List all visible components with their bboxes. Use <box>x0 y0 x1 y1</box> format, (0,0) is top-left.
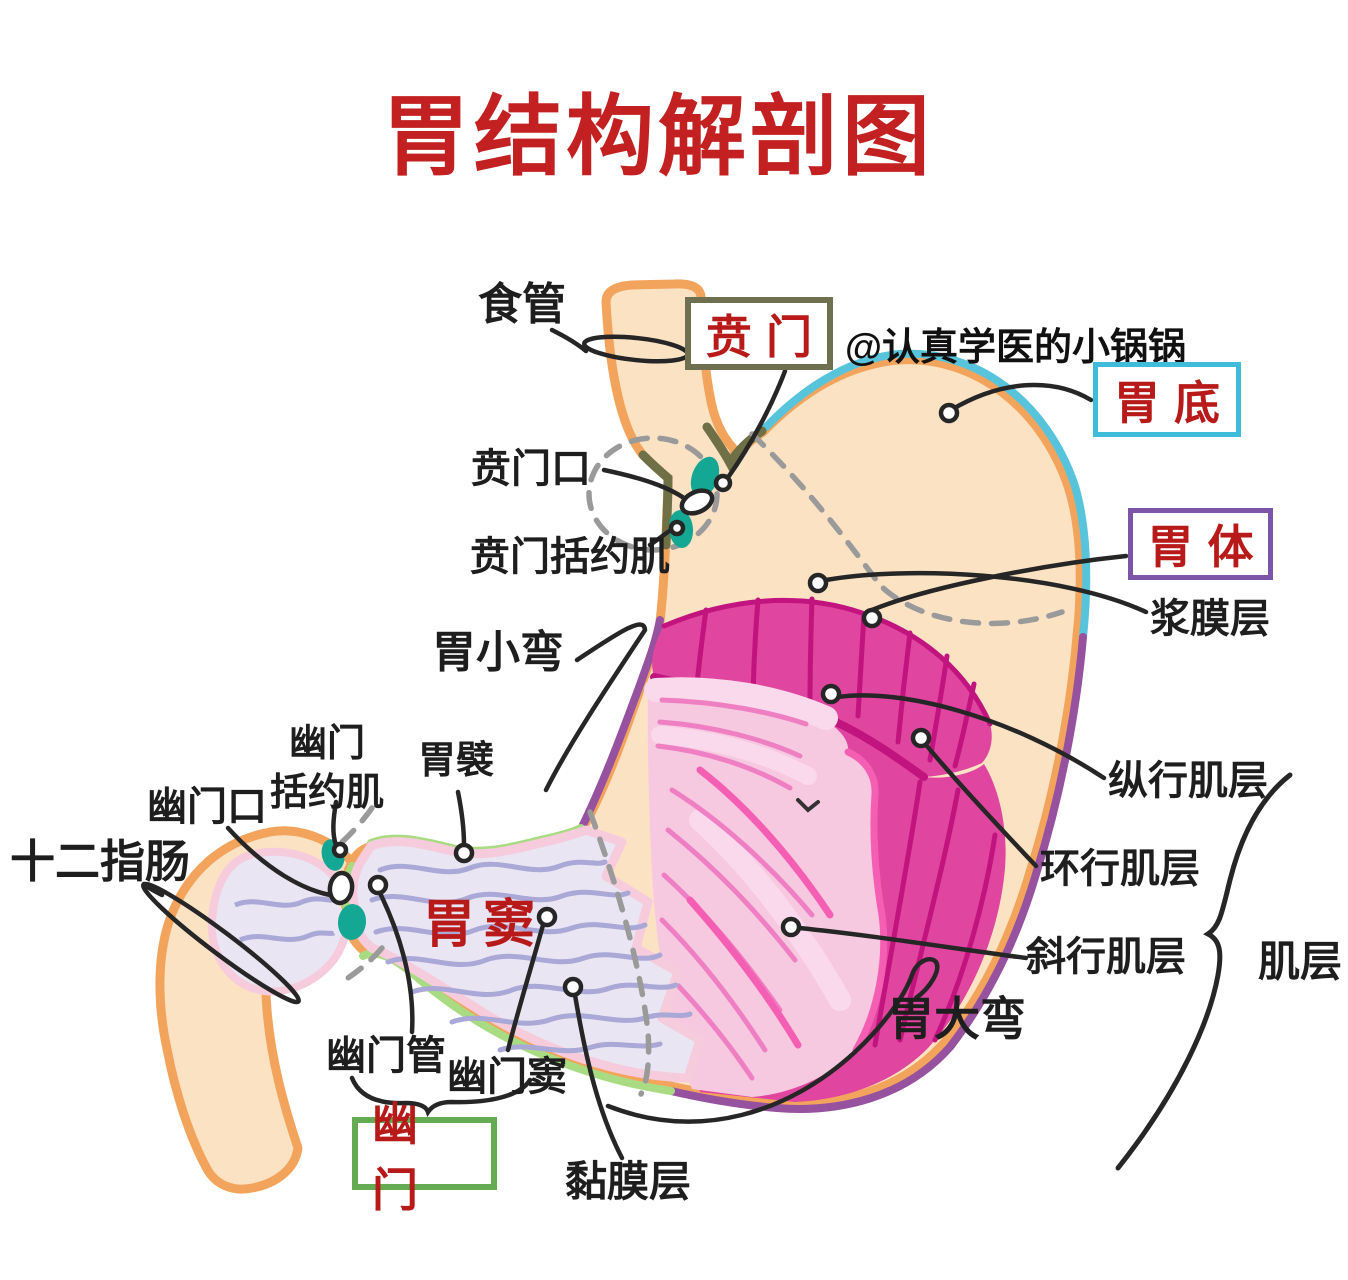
small-tick <box>796 798 820 813</box>
longitudinal-leader <box>835 693 1107 781</box>
circular-leader <box>924 743 1039 869</box>
serosa-leader <box>823 570 1149 615</box>
label-lesser-curvature: 胃小弯 <box>432 628 564 677</box>
lesser-curve-purple <box>577 616 664 833</box>
label-pyloric-canal: 幽门管 <box>326 1034 446 1078</box>
label-circular-muscle: 环行肌层 <box>1040 847 1200 891</box>
fundus-body-dashed <box>749 431 1065 627</box>
gastric-folds-leader <box>455 789 467 848</box>
label-oblique-muscle: 斜行肌层 <box>1026 935 1186 979</box>
lesser-curvature-leader <box>543 622 648 793</box>
mucosa-leader <box>572 992 625 1161</box>
cardiac-opening-ring <box>679 488 715 516</box>
dashed-boundaries <box>338 431 1065 1097</box>
label-cardiac-sphincter: 贲门括约肌 <box>470 535 670 579</box>
box-pylorus: 幽门 <box>352 1098 497 1216</box>
oblique-streaks <box>644 677 851 1081</box>
label-gastric-folds: 胃襞 <box>418 740 495 782</box>
fundus-leader <box>948 382 1094 413</box>
label-pyloric-antrum: 幽门窦 <box>447 1055 567 1099</box>
box-fundus: 胃底 <box>1093 362 1241 437</box>
pyloric-antrum-leader <box>505 922 546 1053</box>
label-antrum: 胃窦 <box>423 896 544 954</box>
duodenum-lasso <box>141 881 301 1005</box>
label-serosa: 浆膜层 <box>1150 597 1270 641</box>
esophagus-leader <box>549 327 589 354</box>
box-cardia-text: 贲门 <box>706 310 826 363</box>
pyloric-opening-ring <box>327 870 355 906</box>
antrum-dashed <box>587 809 652 1097</box>
label-cardiac-opening: 贲门口 <box>471 447 591 491</box>
box-cardia: 贲门 <box>685 297 833 370</box>
cardiac-opening-leader <box>601 467 687 501</box>
box-body: 胃体 <box>1128 508 1273 580</box>
label-pyloric-opening: 幽门口 <box>147 785 267 829</box>
pylorus-dash-top <box>338 805 375 846</box>
leader-lines <box>141 327 1293 1171</box>
oblique-torn-edge <box>844 748 888 1054</box>
greater-curvature-leader <box>605 957 940 1124</box>
cardia-edge-olive-left <box>638 450 673 550</box>
circular-muscle-ribs <box>872 779 998 1048</box>
label-greater-curvature: 胃大弯 <box>888 993 1026 1045</box>
box-fundus-text: 胃底 <box>1114 376 1234 429</box>
pyloric-sphincter-leader <box>331 799 339 848</box>
duodenum-mucosa <box>207 847 352 996</box>
duodenum-rugae <box>234 896 337 943</box>
cardia-leader <box>726 368 788 479</box>
label-esophagus: 食管 <box>478 280 566 329</box>
box-pylorus-text: 幽门 <box>372 1097 432 1216</box>
label-longitudinal-muscle: 纵行肌层 <box>1108 759 1268 803</box>
label-mucosa: 黏膜层 <box>565 1158 692 1205</box>
label-pyloric-sphincter: 幽门 括约肌 <box>265 720 389 817</box>
antrum-rugae <box>369 859 693 1054</box>
pylorus-brace <box>349 1075 533 1118</box>
label-duodenum: 十二指肠 <box>10 836 191 887</box>
label-muscle-layers: 肌层 <box>1258 938 1343 985</box>
leader-dots <box>331 402 960 998</box>
pyloric-canal-leader <box>377 890 415 1035</box>
label-pyloric-sphincter-line1: 幽门 <box>288 723 365 765</box>
page-title: 胃结构解剖图 <box>382 87 935 186</box>
cardia-dashed-oval <box>586 435 720 553</box>
pylorus-dash-bottom <box>342 945 385 983</box>
oblique-leader <box>796 925 1029 961</box>
label-pyloric-sphincter-line2: 括约肌 <box>269 771 384 814</box>
pyloric-opening-leader <box>225 825 333 898</box>
box-body-text: 胃体 <box>1147 521 1268 573</box>
muscle-layers-brace <box>1115 772 1293 1171</box>
